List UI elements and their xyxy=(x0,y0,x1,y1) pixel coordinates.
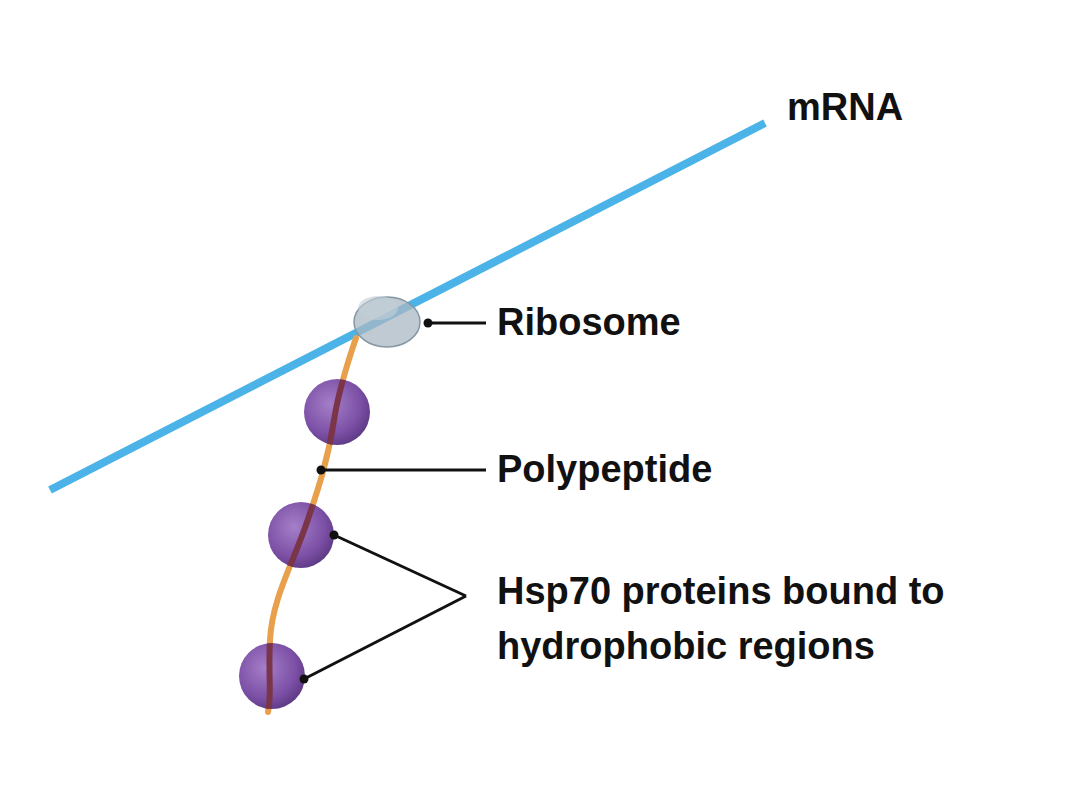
ribosome-highlight xyxy=(358,296,398,320)
molecule-label: mRNA xyxy=(787,80,903,135)
part-label: Ribosome xyxy=(497,295,681,350)
leader-dot xyxy=(300,675,309,684)
leader-dot xyxy=(317,466,326,475)
bound-polypeptide xyxy=(268,338,356,712)
leader-line xyxy=(428,322,486,325)
leader-dots xyxy=(300,319,433,684)
part-label: Hsp70 proteins bound to hydrophobic regi… xyxy=(497,564,1057,674)
part-label: Polypeptide xyxy=(497,442,712,497)
leader-line xyxy=(321,469,486,472)
leader-line xyxy=(304,596,466,679)
leader-line xyxy=(334,535,466,596)
ribosome-shape xyxy=(354,297,420,347)
leader-lines xyxy=(304,323,486,679)
leader-dot xyxy=(424,319,433,328)
leader-dot xyxy=(330,531,339,540)
mrna-strand xyxy=(50,123,765,490)
